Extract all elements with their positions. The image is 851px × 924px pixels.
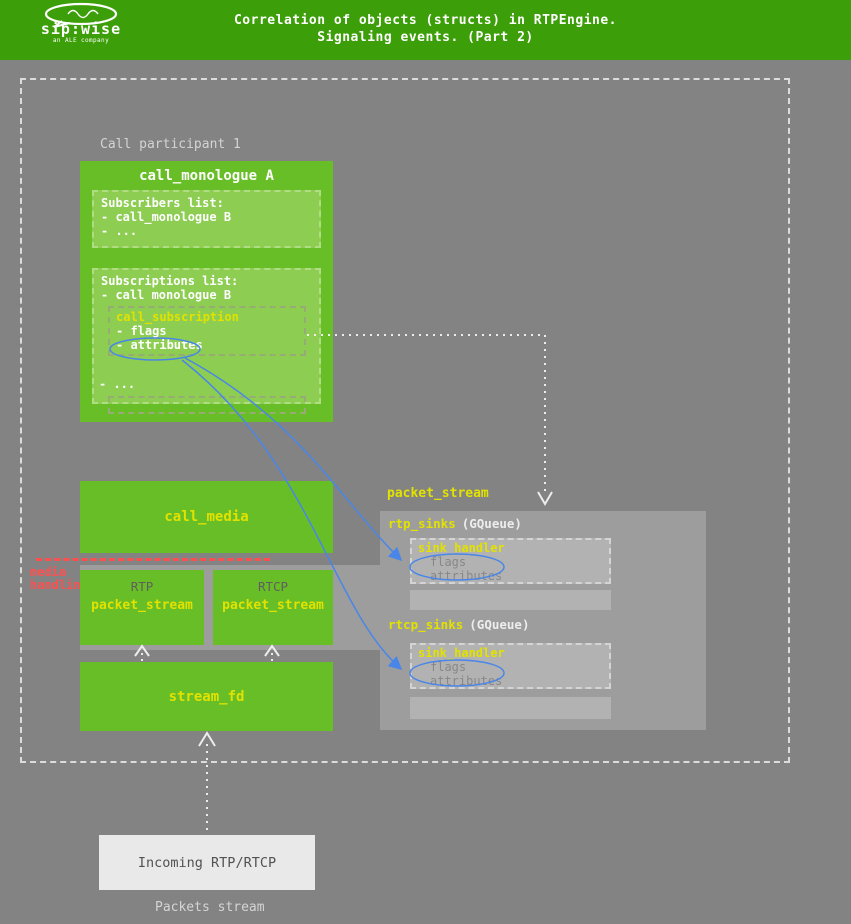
- logo-subtext: an ALE company: [52, 37, 110, 44]
- rtcp-sinks-row: rtcp_sinks (GQueue): [388, 617, 529, 632]
- rtp-sink-handler-flags: flags: [430, 555, 467, 569]
- logo-text: sip:wise: [40, 20, 122, 38]
- rtp-packet-stream-title: packet_stream: [91, 598, 193, 613]
- packets-stream-label: Packets stream: [155, 900, 265, 915]
- rtcp-packet-stream-box: RTCP packet_stream: [213, 570, 333, 645]
- subscriptions-list-title: Subscriptions list:: [101, 274, 239, 288]
- call-subscription-title: call_subscription: [116, 310, 239, 324]
- call-media-title: call_media: [164, 509, 249, 525]
- rtp-sinks-name: rtp_sinks: [388, 516, 456, 531]
- page-title: Correlation of objects (structs) in RTPE…: [0, 12, 851, 46]
- rtp-sink-handler-attributes: attributes: [430, 569, 503, 583]
- sipwise-logo: sip:wise an ALE company: [26, 2, 136, 58]
- empty-subscription-slot: [108, 396, 306, 414]
- rtp-sinks-empty-slot: [410, 590, 611, 610]
- rtcp-packet-stream-title: packet_stream: [222, 598, 324, 613]
- outer-dashed-frame: [20, 78, 790, 763]
- subscriptions-item-more: - ...: [99, 377, 136, 391]
- call-participant-label: Call participant 1: [100, 137, 241, 152]
- rtcp-label: RTCP: [257, 579, 289, 594]
- call-subscription-flags: - flags: [116, 324, 167, 338]
- subscribers-item: - call_monologue B: [101, 210, 232, 224]
- packet-stream-panel-title: packet_stream: [387, 486, 489, 501]
- rtp-sinks-row: rtp_sinks (GQueue): [388, 516, 522, 531]
- rtp-sink-handler-box: sink_handler flags attributes: [410, 538, 611, 584]
- rtcp-sinks-type: (GQueue): [469, 617, 530, 632]
- subscribers-list-title: Subscribers list:: [101, 196, 224, 210]
- call-monologue-title: call_monologue A: [139, 168, 274, 184]
- rtcp-sinks-name: rtcp_sinks: [388, 617, 464, 632]
- rtp-sink-handler-title: sink_handler: [418, 541, 505, 555]
- subscriptions-item: - call monologue B: [101, 288, 232, 302]
- stream-fd-title: stream_fd: [168, 688, 245, 705]
- speech-bubble-icon: [44, 2, 118, 28]
- rtcp-sink-handler-box: sink_handler flags attributes: [410, 643, 611, 689]
- stream-fd-box: stream_fd: [80, 662, 333, 731]
- subscribers-list-box: Subscribers list: - call_monologue B - .…: [92, 190, 321, 248]
- title-line-1: Correlation of objects (structs) in RTPE…: [233, 13, 618, 28]
- media-handling-label: media handling: [30, 565, 88, 592]
- subscribers-item-more: - ...: [101, 224, 138, 238]
- incoming-rtp-rtcp-box: Incoming RTP/RTCP: [99, 835, 315, 890]
- media-handling-divider: [36, 558, 270, 561]
- rtcp-sink-handler-title: sink_handler: [418, 646, 505, 660]
- call-subscription-box: call_subscription - flags - attributes: [108, 306, 306, 356]
- rtcp-sink-handler-flags: flags: [430, 660, 467, 674]
- header-bar: sip:wise an ALE company Correlation of o…: [0, 0, 851, 60]
- call-media-box: call_media: [80, 481, 333, 553]
- rtp-label: RTP: [130, 579, 154, 594]
- incoming-rtp-rtcp-title: Incoming RTP/RTCP: [137, 854, 277, 871]
- call-subscription-attributes: - attributes: [116, 338, 203, 352]
- rtp-packet-stream-box: RTP packet_stream: [80, 570, 204, 645]
- rtp-sinks-type: (GQueue): [461, 516, 522, 531]
- title-line-2: Signaling events. (Part 2): [317, 30, 534, 45]
- rtcp-sink-handler-attributes: attributes: [430, 674, 503, 688]
- rtcp-sinks-empty-slot: [410, 697, 611, 719]
